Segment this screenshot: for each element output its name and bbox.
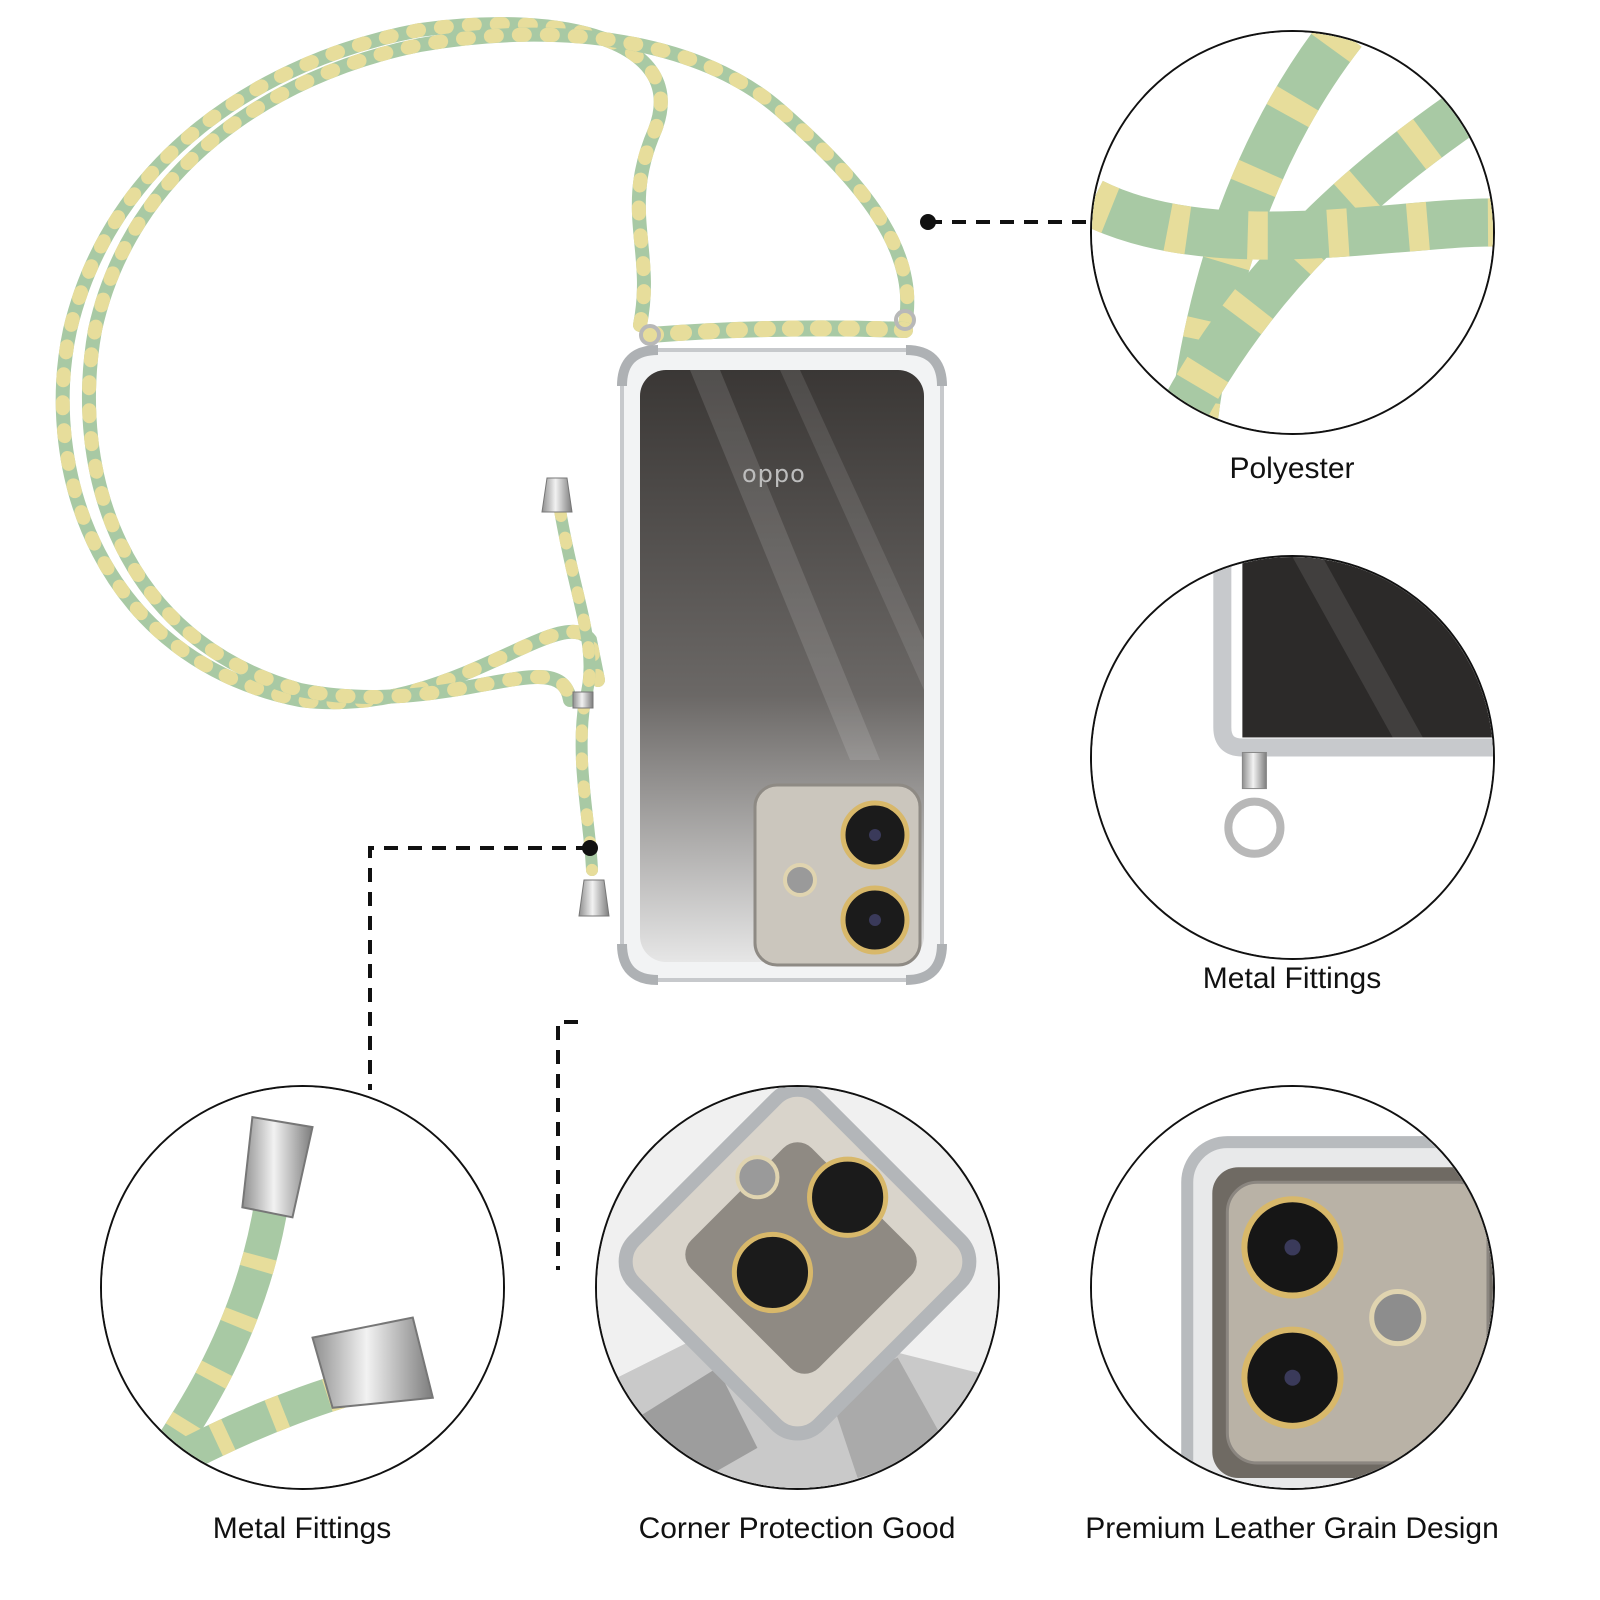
camera-closeup-icon	[1092, 1087, 1493, 1488]
corner-closeup-icon	[597, 1087, 998, 1488]
callout-metal-fittings-caps	[100, 1085, 505, 1490]
case-ring-left	[639, 324, 661, 346]
metal-cap-bottom	[578, 879, 610, 917]
caption-polyester: Polyester	[1229, 452, 1355, 485]
caption-corner-protection: Corner Protection Good	[638, 1512, 956, 1545]
brand-logo: oppo	[742, 460, 806, 488]
metal-slider	[572, 691, 594, 709]
leader-lines	[368, 220, 1090, 1270]
ring-closeup-icon	[1092, 557, 1493, 958]
phone-case	[617, 345, 947, 985]
caption-metal-fittings-caps: Metal Fittings	[212, 1512, 392, 1545]
metal-cap-top	[541, 477, 573, 513]
callout-metal-fittings-ring	[1090, 555, 1495, 960]
leader-dot-caps	[582, 840, 598, 856]
caps-closeup-icon	[102, 1087, 503, 1488]
callout-polyester	[1090, 30, 1495, 435]
case-ring-right	[894, 309, 916, 331]
caption-metal-fittings-ring: Metal Fittings	[1202, 962, 1382, 995]
cord-closeup-icon	[1092, 32, 1493, 433]
leader-dot-polyester	[920, 214, 936, 230]
callout-corner-protection	[595, 1085, 1000, 1490]
callout-leather-grain	[1090, 1085, 1495, 1490]
caption-leather-grain: Premium Leather Grain Design	[1085, 1512, 1499, 1545]
